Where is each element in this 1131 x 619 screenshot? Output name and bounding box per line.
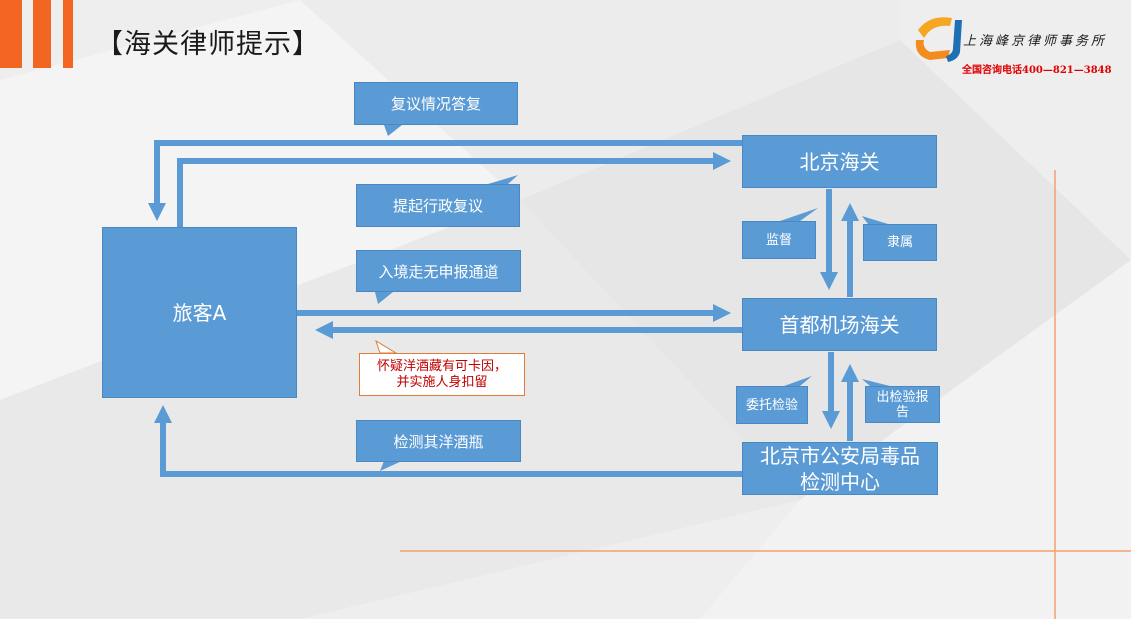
callout-subordinate: 隶属 bbox=[863, 224, 937, 261]
callout-entrust-test-label: 委托检验 bbox=[745, 397, 798, 413]
callout-tail-test bbox=[380, 461, 402, 471]
page-title: 【海关律师提示】 bbox=[96, 29, 320, 60]
callout-report: 出检验报 告 bbox=[865, 386, 940, 423]
header-bar-1 bbox=[0, 0, 22, 68]
node-traveler: 旅客A bbox=[102, 227, 297, 398]
callout-tail-reply bbox=[384, 125, 402, 136]
node-airport-customs-label: 首都机场海关 bbox=[779, 312, 900, 337]
callout-suspect-line-2: 并实施人身扣留 bbox=[396, 374, 488, 390]
callout-file-review: 提起行政复议 bbox=[356, 184, 520, 227]
callout-entry-undeclared: 入境走无申报通道 bbox=[356, 250, 521, 292]
callout-file-review-label: 提起行政复议 bbox=[392, 197, 483, 215]
callout-tail-supervise bbox=[780, 208, 818, 221]
callout-suspect-cocaine: 怀疑洋酒藏有可卡因， 并实施人身扣留 bbox=[359, 353, 525, 396]
callout-test-bottle-label: 检测其洋酒瓶 bbox=[393, 432, 484, 451]
callout-tail-report bbox=[862, 379, 890, 386]
node-beijing-customs: 北京海关 bbox=[742, 135, 937, 188]
callout-review-reply: 复议情况答复 bbox=[354, 82, 518, 125]
callout-entrust-test: 委托检验 bbox=[736, 386, 808, 424]
header-bar-2 bbox=[33, 0, 51, 68]
callout-tail-entry bbox=[375, 292, 393, 304]
node-beijing-customs-label: 北京海关 bbox=[799, 149, 880, 174]
logo-icon bbox=[915, 17, 962, 62]
callout-supervise-label: 监督 bbox=[765, 232, 792, 248]
firm-phone: 全国咨询电话400—821—3848 bbox=[962, 65, 1112, 76]
arrow-test-bottle bbox=[154, 405, 742, 477]
callout-review-reply-label: 复议情况答复 bbox=[390, 95, 481, 113]
node-traveler-label: 旅客A bbox=[172, 300, 227, 325]
callout-tail-subordinate bbox=[862, 216, 888, 224]
firm-name: 上海峰京律师事务所 bbox=[963, 34, 1108, 49]
arrow-review-reply bbox=[148, 140, 742, 221]
callout-tail-entrust bbox=[784, 376, 812, 386]
callout-tail-file bbox=[488, 175, 518, 184]
node-drug-center-label-2: 检测中心 bbox=[800, 469, 880, 494]
node-airport-customs: 首都机场海关 bbox=[742, 298, 937, 351]
callout-suspect-line-1: 怀疑洋酒藏有可卡因， bbox=[376, 358, 507, 374]
header-bar-3 bbox=[63, 0, 73, 68]
arrow-file-review bbox=[177, 152, 731, 227]
callout-test-bottle: 检测其洋酒瓶 bbox=[356, 420, 521, 462]
node-drug-center-label-1: 北京市公安局毒品 bbox=[760, 443, 920, 468]
callout-report-line-1: 出检验报 bbox=[876, 389, 929, 405]
callout-entry-undeclared-label: 入境走无申报通道 bbox=[378, 262, 499, 281]
callout-report-line-2: 告 bbox=[895, 404, 909, 420]
callout-supervise: 监督 bbox=[742, 221, 816, 259]
node-drug-center: 北京市公安局毒品 检测中心 bbox=[742, 442, 938, 495]
callout-subordinate-label: 隶属 bbox=[886, 235, 913, 250]
